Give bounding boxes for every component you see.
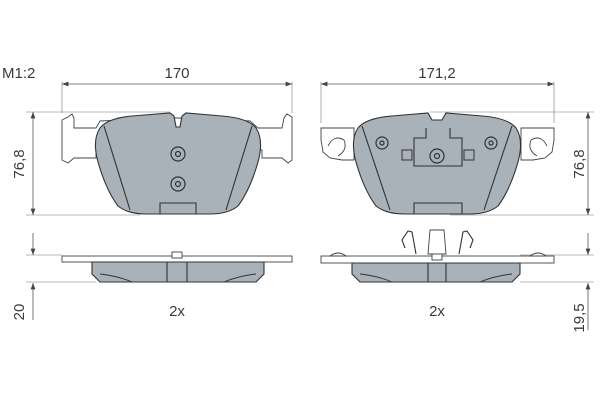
left-pad-front-view: 170 76,8 (11, 65, 293, 216)
left-height-dim: 76,8 (11, 149, 28, 178)
right-pad-side-view: 19,5 2x (320, 229, 594, 333)
right-pad-front-view: 171,2 76,8 (320, 65, 594, 216)
right-thickness-dim: 19,5 (571, 303, 588, 332)
left-thickness-dim: 20 (11, 304, 28, 321)
scale-label: M1:2 (2, 65, 35, 82)
left-pad-side-view: 20 2x (11, 233, 293, 321)
left-quantity: 2x (169, 303, 185, 320)
right-width-dim: 171,2 (418, 65, 456, 82)
left-width-dim: 170 (164, 65, 189, 82)
right-quantity: 2x (429, 303, 445, 320)
right-height-dim: 76,8 (571, 149, 588, 178)
